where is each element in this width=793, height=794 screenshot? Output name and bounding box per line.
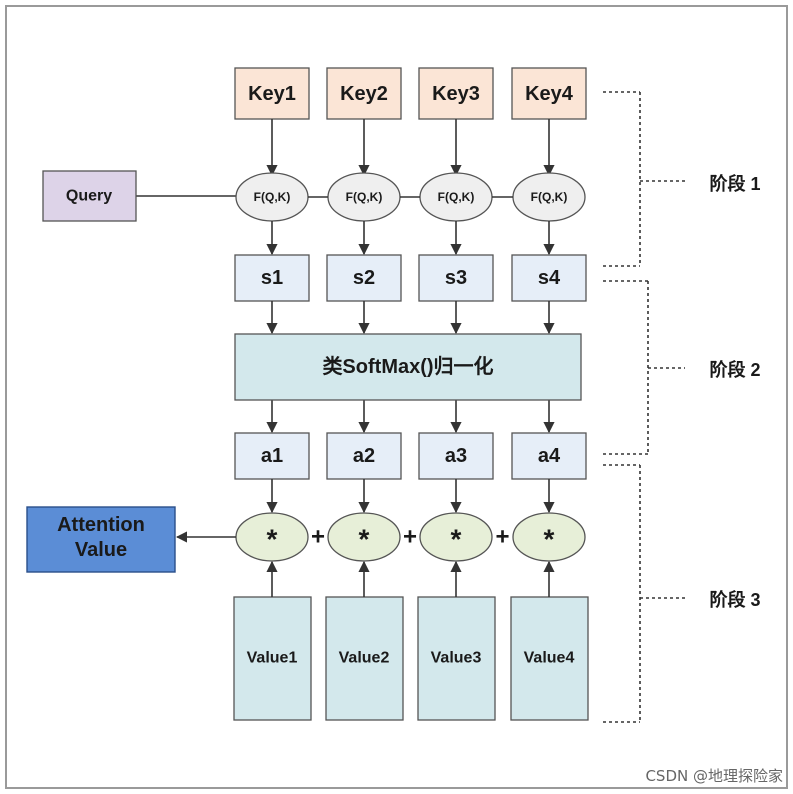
weight-box-1	[234, 432, 310, 480]
value-label-1: Value1	[247, 650, 298, 667]
value-box-2	[325, 596, 404, 721]
score-label-3: s3	[445, 267, 467, 289]
key-box-2	[326, 67, 402, 120]
multiply-label-1: *	[267, 524, 278, 555]
key-label-2: Key2	[340, 83, 388, 105]
stage3-label: 阶段 3	[709, 589, 760, 610]
key-label-3: Key3	[432, 83, 480, 105]
value-label-4: Value4	[524, 650, 575, 667]
value-label-3: Value3	[431, 650, 482, 667]
multiply-label-2: *	[359, 524, 370, 555]
outer-frame	[5, 5, 788, 789]
f-qk-label-4: F(Q,K)	[531, 190, 568, 204]
weight-label-3: a3	[445, 445, 467, 467]
query-box	[42, 170, 137, 222]
softmax-label: 类SoftMax()归一化	[322, 354, 493, 378]
weight-box-4	[511, 432, 587, 480]
stage2-label: 阶段 2	[709, 359, 760, 380]
score-box-2	[326, 254, 402, 302]
f-qk-label-1: F(Q,K)	[254, 190, 291, 204]
key-box-3	[418, 67, 494, 120]
key-box-4	[511, 67, 587, 120]
value-box-1	[233, 596, 312, 721]
f-qk-label-3: F(Q,K)	[438, 190, 475, 204]
score-box-3	[418, 254, 494, 302]
weight-label-1: a1	[261, 445, 283, 467]
score-label-2: s2	[353, 267, 375, 289]
plus-sign-1: +	[311, 524, 325, 551]
plus-sign-2: +	[403, 524, 417, 551]
weight-box-3	[418, 432, 494, 480]
softmax-box	[234, 333, 582, 401]
score-box-4	[511, 254, 587, 302]
multiply-label-3: *	[451, 524, 462, 555]
value-box-4	[510, 596, 589, 721]
key-label-4: Key4	[525, 83, 574, 105]
score-label-4: s4	[538, 267, 561, 289]
f-qk-label-2: F(Q,K)	[346, 190, 383, 204]
attention-label-line2: Value	[75, 539, 127, 561]
multiply-label-4: *	[544, 524, 555, 555]
attention-label-line1: Attention	[57, 514, 145, 536]
weight-label-4: a4	[538, 445, 561, 467]
stage1-label: 阶段 1	[709, 173, 760, 194]
score-label-1: s1	[261, 267, 283, 289]
key-box-1	[234, 67, 310, 120]
plus-sign-3: +	[495, 524, 509, 551]
value-label-2: Value2	[339, 650, 390, 667]
watermark: CSDN @地理探险家	[645, 767, 783, 785]
key-label-1: Key1	[248, 83, 296, 105]
query-label: Query	[66, 188, 112, 205]
weight-box-2	[326, 432, 402, 480]
attention-value-box	[26, 506, 176, 573]
value-box-3	[417, 596, 496, 721]
weight-label-2: a2	[353, 445, 375, 467]
